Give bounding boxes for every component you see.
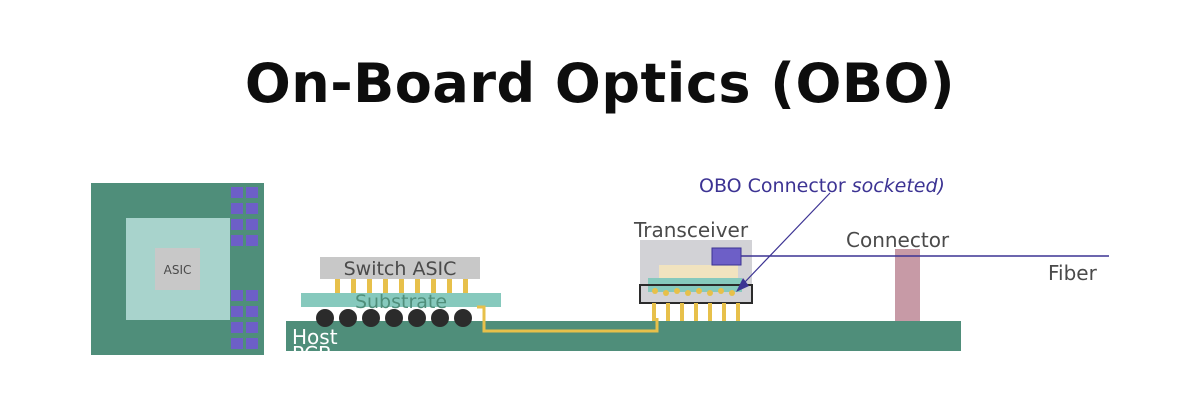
solder-balls bbox=[316, 309, 472, 327]
transceiver bbox=[639, 240, 753, 321]
switch-asic-stack: Switch ASIC Substrate bbox=[301, 257, 501, 327]
transceiver-contacts bbox=[652, 288, 735, 296]
host-pcb bbox=[286, 321, 961, 351]
substrate bbox=[301, 293, 501, 307]
diagram-title: On-Board Optics (OBO) bbox=[244, 52, 956, 115]
fiber-label: Fiber bbox=[1048, 261, 1098, 285]
asic-pins bbox=[335, 279, 468, 294]
asic-die-top-view bbox=[155, 248, 200, 290]
substrate-label: Substrate bbox=[355, 291, 447, 313]
transceiver-label: Transceiver bbox=[633, 218, 749, 242]
electrical-trace bbox=[477, 305, 659, 333]
switch-asic-die bbox=[320, 257, 480, 279]
connector-label: Connector bbox=[846, 228, 950, 252]
obo-connector-label: OBO Connector socketed) bbox=[699, 175, 945, 197]
pad-grid-upper bbox=[231, 187, 258, 246]
asic-die-label: ASIC bbox=[164, 263, 192, 277]
optical-engine bbox=[659, 265, 738, 279]
label-crop-mask bbox=[286, 351, 406, 365]
transceiver-pins bbox=[652, 303, 740, 321]
host-pcb-label: Host bbox=[292, 325, 338, 349]
switch-asic-label: Switch ASIC bbox=[344, 258, 457, 280]
obo-connector-label-text: OBO Connector bbox=[699, 175, 852, 197]
connector bbox=[895, 249, 920, 321]
laser-module bbox=[711, 247, 742, 266]
obo-connector-label-italic: socketed) bbox=[852, 175, 945, 197]
pad-grid-lower bbox=[231, 290, 258, 349]
obo-connector-leader-line bbox=[743, 192, 831, 284]
obo-connector-leader-arrowhead bbox=[736, 278, 749, 292]
board-top-view: ASIC bbox=[91, 183, 264, 355]
